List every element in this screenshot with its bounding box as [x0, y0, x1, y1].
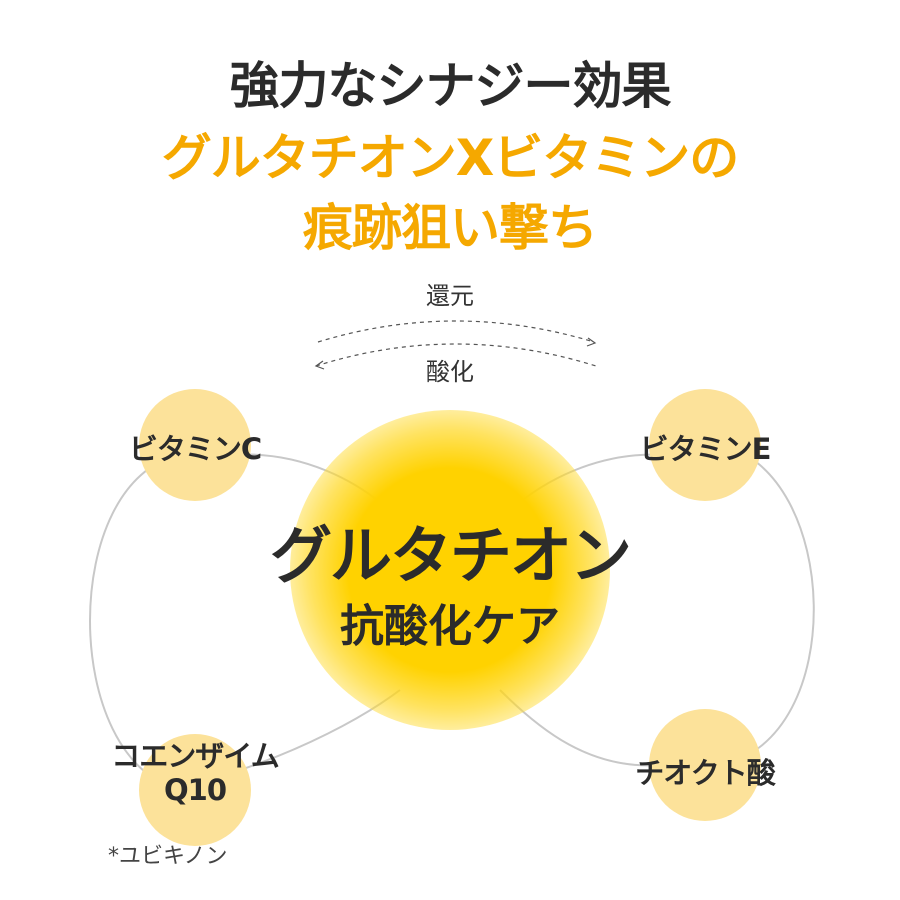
reduction-label: 還元 [426, 282, 474, 310]
headline-line3: 痕跡狙い撃ち [303, 199, 598, 257]
node-coq10-line2: Q10 [163, 773, 227, 807]
node-thioctic-acid: チオクト酸 [635, 756, 775, 790]
node-coq10-line1: コエンザイム [111, 739, 279, 773]
footnote: *ユビキノン [108, 844, 228, 869]
center-title: グルタチオン [269, 519, 632, 592]
center-glow [290, 410, 610, 730]
node-vitamin-e-circle [649, 389, 761, 501]
headline-line2: グルタチオンXビタミンの [161, 129, 740, 187]
oxidation-arrow [315, 343, 597, 367]
headline-line1: 強力なシナジー効果 [229, 57, 672, 115]
node-coq10-circle [139, 734, 251, 846]
center-subtitle: 抗酸化ケア [340, 601, 560, 652]
node-vitamin-e: ビタミンE [639, 432, 772, 466]
node-thioctic-circle [649, 709, 761, 821]
reduction-arrow [317, 320, 595, 343]
node-vitamin-c-circle [139, 389, 251, 501]
node-vitamin-c: ビタミンC [128, 432, 262, 466]
oxidation-label: 酸化 [426, 358, 474, 386]
